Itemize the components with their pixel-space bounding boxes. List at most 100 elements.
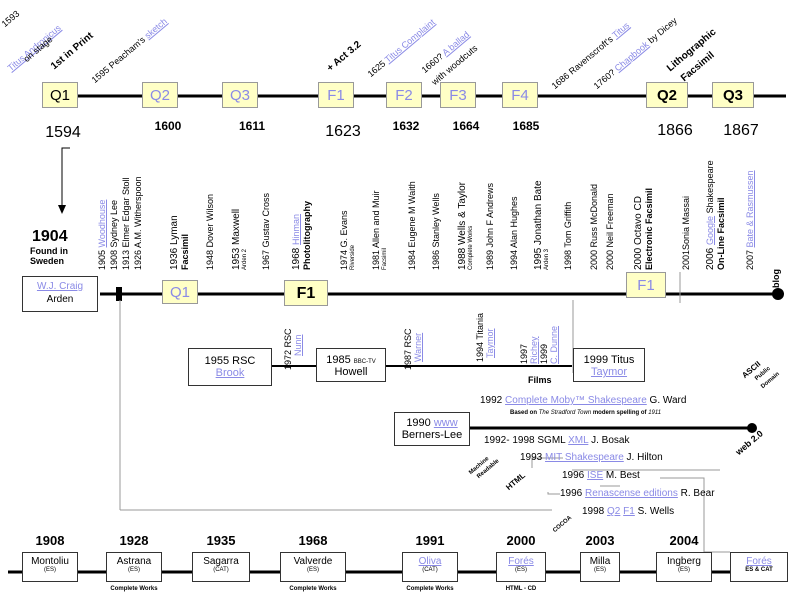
box-f2-1632[interactable]: F2 (386, 82, 422, 108)
translation-box[interactable]: Oliva(CAT) (402, 552, 458, 582)
label-1997: 1997 (519, 343, 529, 364)
edition-label: 2000 Octavo CD (633, 196, 644, 270)
label-blog: blog (771, 269, 781, 288)
label-based-on: Based on The Stradford Town modern spell… (510, 410, 662, 416)
middle-axis-end (772, 288, 784, 300)
edition-label: 1986 Stanley Wells (431, 193, 441, 270)
edition-label: 1989 John F Andrews (485, 182, 495, 270)
found-in: Found in (30, 246, 68, 256)
year-1664: 1664 (452, 119, 480, 133)
middle-axis-mark (116, 287, 122, 301)
translation-box[interactable]: Forés(ES) (496, 552, 546, 582)
box-q2-1866: Q2 (646, 82, 688, 108)
label-taymor-1994[interactable]: Taymor (485, 328, 495, 358)
label-moby: 1992 Complete Moby™ Shakespeare G. Ward (480, 395, 687, 406)
label-mit: 1993 MIT Shakespeare J. Hilton (520, 452, 663, 463)
edition-label[interactable]: 2007 Bate & Rasmussen (745, 170, 755, 270)
box-q1-1594: Q1 (42, 82, 78, 108)
label-1999: 1999 (539, 343, 549, 364)
translation-year: 1968 (298, 533, 328, 548)
translation-note: Complete Works (110, 586, 158, 592)
box-f1-1968: F1 (284, 280, 328, 306)
edition-label: 1908 Sydney Lee (109, 199, 119, 270)
edition-label: 1981 Allen and Muir (371, 190, 381, 270)
box-craig-arden[interactable]: W.J. Craig Arden (22, 276, 98, 312)
label-c-dunne[interactable]: C. Dunne (549, 325, 559, 364)
year-1904: 1904 (32, 228, 68, 245)
edition-label: 2000 Russ McDonald (589, 183, 599, 270)
box-f1-1623[interactable]: F1 (318, 82, 354, 108)
label-1998-q2-f1: 1998 Q2 F1 S. Wells (582, 506, 675, 517)
year-1867: 1867 (723, 122, 759, 139)
label-renascense: 1996 Renascense editions R. Bear (560, 488, 715, 499)
translation-year: 1928 (119, 533, 149, 548)
label-warner[interactable]: Warner (413, 332, 423, 362)
translation-box: Ingberg(ES) (656, 552, 712, 582)
box-1955-rsc[interactable]: 1955 RSC Brook (188, 348, 272, 386)
year-1866: 1866 (657, 122, 693, 139)
edition-label: 1994 Alan Hughes (509, 196, 519, 270)
edition-label: 1995 Jonathan Bate (533, 180, 544, 270)
edition-label: 1936 Lyman (169, 215, 180, 270)
box-f1-2000[interactable]: F1 (626, 272, 666, 298)
translation-box: Sagarra(CAT) (192, 552, 250, 582)
box-q1-1936[interactable]: Q1 (162, 280, 198, 304)
edition-label: 1998 Tom Griffith (563, 201, 573, 270)
edition-label: 2001Sonia Massai (681, 195, 691, 270)
edition-label: 1967 Gustav Cross (261, 192, 271, 270)
box-q3-1867: Q3 (712, 82, 754, 108)
edition-label: 1984 Eugene M Waith (407, 181, 417, 270)
edition-label: 1913 Elmer Edgar Stoll (121, 177, 131, 270)
year-1594: 1594 (45, 124, 81, 141)
translation-year: 2003 (585, 533, 615, 548)
box-f4-1685[interactable]: F4 (502, 82, 538, 108)
label-1972-rsc: 1972 RSC (283, 328, 293, 370)
year-1632: 1632 (392, 119, 420, 133)
edition-label: 2000 Neil Freeman (605, 193, 615, 270)
edition-label: 1988 Wells & Taylor (457, 181, 468, 270)
translation-year: 1991 (415, 533, 445, 548)
edition-sublabel: On-Line Facsimil (716, 197, 726, 270)
box-q2-1600[interactable]: Q2 (142, 82, 178, 108)
label-nunn[interactable]: Nunn (293, 334, 303, 356)
translation-box: Milla(ES) (580, 552, 620, 582)
translation-year: 2004 (669, 533, 699, 548)
box-1985-howell: 1985 BBC-TV Howell (316, 348, 386, 382)
box-f3-1664[interactable]: F3 (440, 82, 476, 108)
arrow-head-1904 (58, 205, 66, 214)
edition-sublabel: Photolitography (302, 201, 312, 270)
translation-year: 2000 (506, 533, 536, 548)
edition-label: 1926 A.M. Witherspoon (133, 176, 143, 270)
edition-label[interactable]: 1905 Woodhouse (97, 199, 107, 270)
translation-year: 1935 (206, 533, 236, 548)
label-1987-rsc: 1987 RSC (403, 328, 413, 370)
sweden: Sweden (30, 256, 65, 266)
edition-sublabel: Facsimil (180, 233, 190, 270)
edition-label: 1974 G. Evans (339, 210, 349, 270)
edition-label[interactable]: 1968 Hinman (291, 213, 302, 270)
edition-sublabel: Complete Works (468, 225, 474, 270)
year-1600: 1600 (154, 119, 182, 133)
label-films: Films (528, 375, 552, 385)
edition-sublabel: Arden 2 (242, 248, 248, 270)
edition-label[interactable]: 2006 Google Shakespeare (705, 160, 716, 270)
connector-1594 (61, 147, 70, 210)
translation-box: Montoliu(ES) (22, 552, 78, 582)
box-1999-titus[interactable]: 1999 Titus Taymor (573, 348, 645, 382)
translation-note: Complete Works (406, 586, 454, 592)
translation-box: Valverde(ES) (280, 552, 346, 582)
edition-sublabel: Arden 3 (544, 248, 550, 270)
edition-sublabel: Electronic Facsimil (644, 187, 654, 270)
year-1685: 1685 (512, 119, 540, 133)
year-1623: 1623 (325, 123, 361, 140)
label-1994-titania: 1994 Titania (475, 312, 485, 362)
edition-label: 1953 Maxwell (231, 208, 242, 270)
box-q3-1611[interactable]: Q3 (222, 82, 258, 108)
translation-note: Complete Works (289, 586, 337, 592)
label-richey[interactable]: Richey (529, 336, 539, 364)
box-1990-berners-lee[interactable]: 1990 www Berners-Lee (394, 412, 470, 446)
year-1611: 1611 (238, 119, 266, 133)
edition-sublabel: Facsimil (382, 248, 388, 270)
